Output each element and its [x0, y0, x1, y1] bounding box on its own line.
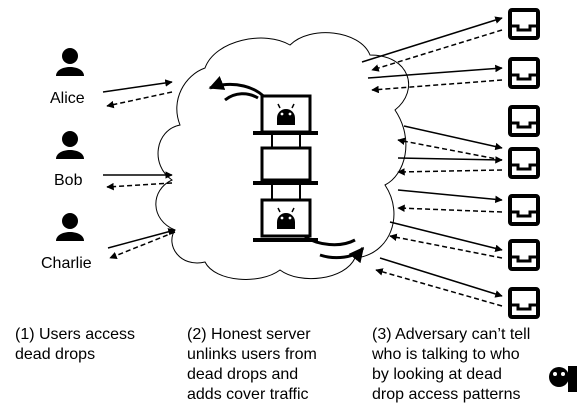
server-stack: [253, 94, 318, 242]
user-alice-icon: [56, 48, 84, 76]
mailbox-icon: [508, 8, 540, 40]
dead-drop-icons: [508, 8, 540, 319]
mailbox-icon: [508, 239, 540, 271]
user-label-bob: Bob: [54, 172, 83, 189]
user-bob-icon: [56, 131, 84, 159]
caption-adversary: (3) Adversary can’t tell who is talking …: [372, 326, 531, 403]
dead-drop-arrows: [361, 16, 503, 307]
user-charlie-icon: [56, 213, 84, 241]
mailbox-icon: [508, 147, 540, 179]
user-arrows: [102, 79, 176, 259]
caption-users: (1) Users access dead drops: [15, 326, 136, 363]
mailbox-icon: [508, 57, 540, 89]
user-label-charlie: Charlie: [41, 255, 92, 272]
mailbox-icon: [508, 287, 540, 319]
mailbox-icon: [508, 194, 540, 226]
mailbox-icon: [508, 105, 540, 137]
caption-server: (2) Honest server unlinks users from dea…: [187, 326, 317, 403]
user-label-alice: Alice: [50, 90, 85, 107]
adversary-icon: [549, 366, 577, 392]
